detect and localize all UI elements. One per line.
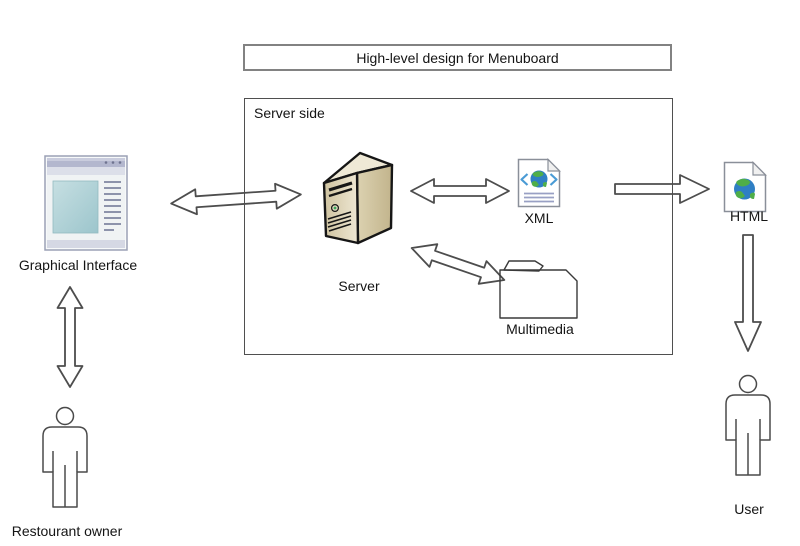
restourant-owner-icon xyxy=(42,406,88,508)
arrow-gi-owner xyxy=(56,286,84,388)
browser-text-lines xyxy=(104,181,121,231)
browser-toolbar xyxy=(47,167,125,175)
server-front-slots xyxy=(328,181,353,198)
browser-window-icon xyxy=(44,155,128,251)
server-side-label: Server side xyxy=(254,105,325,121)
user-icon xyxy=(725,374,771,476)
page-fold-icon xyxy=(547,158,561,172)
folder-icon xyxy=(499,260,578,319)
browser-content-pane xyxy=(52,180,99,234)
title-box: High-level design for Menuboard xyxy=(243,44,672,71)
arrow-server-xml xyxy=(410,178,510,204)
graphical-interface-label: Graphical Interface xyxy=(18,257,138,273)
browser-statusbar xyxy=(47,240,125,248)
person-head-icon xyxy=(55,406,75,426)
document-lines xyxy=(524,192,554,203)
xml-label: XML xyxy=(524,210,554,226)
arrow-serverside-html xyxy=(614,174,710,204)
restourant-owner-label: Restourant owner xyxy=(11,523,123,539)
window-dot-icon xyxy=(104,161,108,164)
xml-document-globe-icon xyxy=(517,158,561,208)
globe-icon xyxy=(734,178,755,200)
server-label: Server xyxy=(338,278,380,294)
diagram-title: High-level design for Menuboard xyxy=(356,49,559,66)
arrow-gi-serverside xyxy=(170,182,302,216)
server-tower-icon xyxy=(322,151,394,245)
globe-icon xyxy=(530,170,548,188)
user-label: User xyxy=(734,501,764,517)
window-dot-icon xyxy=(111,161,115,164)
multimedia-label: Multimedia xyxy=(506,321,574,337)
window-dot-icon xyxy=(118,161,122,164)
browser-titlebar xyxy=(47,158,125,167)
folder-tab-icon xyxy=(503,260,544,272)
server-side-box: Server side xyxy=(244,98,673,355)
arrow-server-multimedia xyxy=(410,243,506,285)
person-head-icon xyxy=(738,374,758,394)
xml-brackets-icon xyxy=(520,173,558,186)
server-vents xyxy=(327,211,352,232)
html-label: HTML xyxy=(729,208,769,224)
page-fold-icon xyxy=(752,161,767,176)
html-document-globe-icon xyxy=(723,161,767,213)
arrow-html-user xyxy=(734,234,762,352)
